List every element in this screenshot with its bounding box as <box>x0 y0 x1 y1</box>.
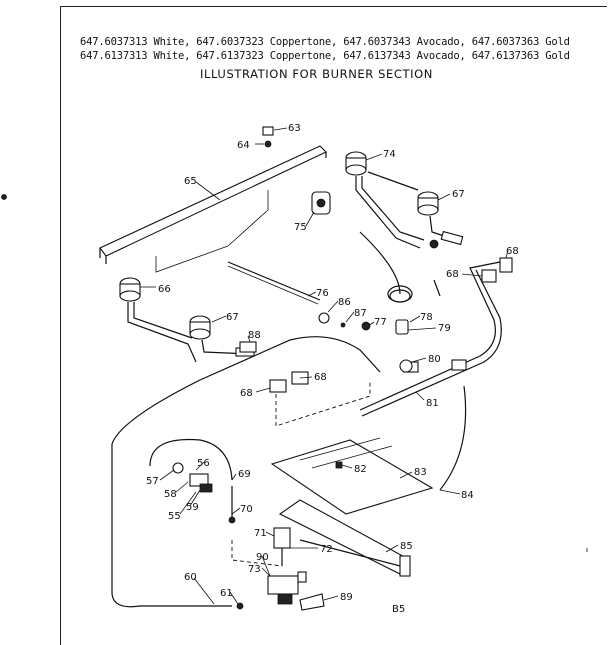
part-87-screw <box>340 322 346 328</box>
label-68-middle: 68 <box>314 372 327 383</box>
part-84-gas-line <box>111 336 381 445</box>
page-number: B5 <box>392 604 405 615</box>
label-63: 63 <box>288 123 301 134</box>
part-75-burner-valve <box>311 191 331 215</box>
label-86: 86 <box>338 297 351 308</box>
part-86-nut <box>318 312 330 324</box>
diagram-frame <box>60 6 607 645</box>
label-88: 88 <box>248 330 261 341</box>
part-81-gas-manifold <box>359 261 502 417</box>
part-85-oven-burner <box>278 499 411 577</box>
part-76-wire <box>227 261 321 301</box>
model-list-line-2: 647.6137313 White, 647.6137323 Copperton… <box>80 50 570 62</box>
label-66: 66 <box>158 284 171 295</box>
part-67-top-burner-left-front <box>189 315 255 357</box>
part-83-burner-plate <box>270 437 434 515</box>
part-70-nut <box>228 516 236 524</box>
label-69: 69 <box>238 469 251 480</box>
part-71-72-igniter <box>231 527 291 567</box>
part-56-59-pilot-assembly <box>149 438 233 493</box>
label-90: 90 <box>256 552 269 563</box>
diagram-title: ILLUSTRATION FOR BURNER SECTION <box>200 67 433 81</box>
label-82: 82 <box>354 464 367 475</box>
label-58: 58 <box>164 489 177 500</box>
label-59: 59 <box>186 502 199 513</box>
part-78-thermocouple-coil <box>359 231 413 335</box>
label-80: 80 <box>428 354 441 365</box>
part-60-gas-tube <box>111 444 232 608</box>
part-84-line <box>439 385 467 491</box>
label-74: 74 <box>383 149 396 160</box>
label-65: 65 <box>184 176 197 187</box>
label-68-right: 68 <box>446 269 459 280</box>
label-61: 61 <box>220 588 233 599</box>
label-75: 75 <box>294 222 307 233</box>
label-72: 72 <box>320 544 333 555</box>
label-89: 89 <box>340 592 353 603</box>
part-74-top-burner-rear <box>345 151 425 249</box>
label-85: 85 <box>400 541 413 552</box>
label-73: 73 <box>248 564 261 575</box>
part-88-fitting <box>239 341 257 353</box>
label-78: 78 <box>420 312 433 323</box>
label-68-far-right: 68 <box>506 246 519 257</box>
model-list-line-1: 647.6037313 White, 647.6037323 Copperton… <box>80 36 570 48</box>
label-56: 56 <box>197 458 210 469</box>
label-60: 60 <box>184 572 197 583</box>
part-65-manifold-bracket <box>99 145 327 273</box>
label-83: 83 <box>414 467 427 478</box>
part-61-nut <box>236 602 244 610</box>
label-70: 70 <box>240 504 253 515</box>
label-67-right: 67 <box>452 189 465 200</box>
label-84: 84 <box>461 490 474 501</box>
label-71: 71 <box>254 528 267 539</box>
label-67-left: 67 <box>226 312 239 323</box>
label-68-left: 68 <box>240 388 253 399</box>
part-89-clip <box>299 593 325 611</box>
part-80-orifice <box>399 359 413 373</box>
label-77: 77 <box>374 317 387 328</box>
part-76-wire-edge <box>227 265 319 305</box>
label-64: 64 <box>237 140 250 151</box>
part-77-fitting <box>361 321 371 331</box>
part-63-valve-knob <box>262 126 274 148</box>
part-66-top-burner-left <box>119 277 197 363</box>
label-87: 87 <box>354 308 367 319</box>
label-57: 57 <box>146 476 159 487</box>
margin-mark <box>1 194 7 200</box>
label-55: 55 <box>168 511 181 522</box>
part-67-top-burner-front-right <box>417 191 464 246</box>
part-82-screw <box>335 461 343 469</box>
label-81: 81 <box>426 398 439 409</box>
label-79: 79 <box>438 323 451 334</box>
label-76: 76 <box>316 288 329 299</box>
leader-lines <box>140 127 509 605</box>
part-73-thermostat <box>267 571 307 605</box>
